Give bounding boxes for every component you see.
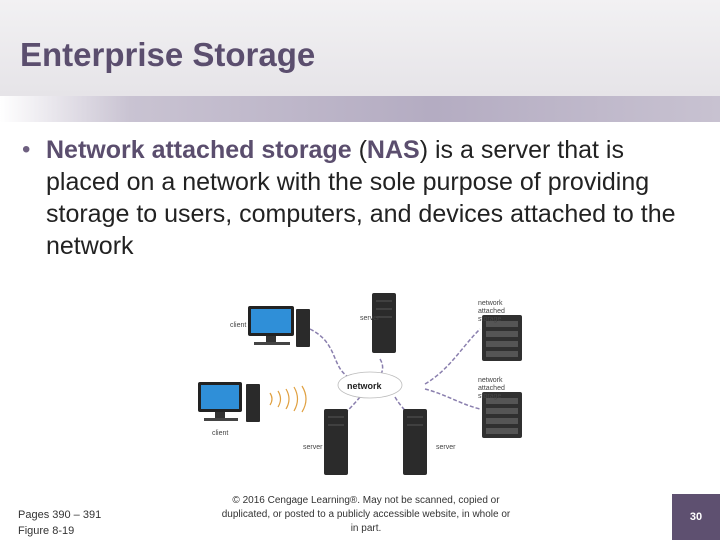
label-server-top: server [360, 315, 380, 322]
label-nas-bottom: network attached storage [478, 377, 505, 400]
server-left-icon [324, 409, 348, 475]
wireless-signal-icon [269, 385, 307, 413]
page-number: 30 [672, 494, 720, 540]
footer-figure: Figure 8-19 [18, 525, 75, 537]
bullet-text: Network attached storage (NAS) is a serv… [46, 134, 702, 262]
accent-bar [0, 96, 720, 122]
title-bar [0, 0, 720, 96]
cable-nas-bottom [424, 388, 481, 410]
server-top-icon [372, 293, 396, 353]
label-server-right: server [436, 444, 456, 451]
label-server-left: server [303, 444, 323, 451]
nas-device-bottom-icon [482, 392, 522, 438]
nas-diagram-svg [198, 293, 522, 475]
client-computer-top-icon [248, 306, 310, 347]
nas-diagram: client client server server server netwo… [190, 289, 530, 485]
label-client-top: client [230, 322, 247, 329]
label-client-bottom: client [212, 430, 229, 437]
bullet-item: • Network attached storage (NAS) is a se… [22, 134, 702, 262]
label-network: network [347, 381, 382, 391]
slide-title: Enterprise Storage [20, 36, 316, 73]
label-nas-top: network attached storage [478, 300, 505, 323]
footer-reference: Pages 390 – 391 Figure 8-19 [18, 507, 101, 539]
bullet-paren: ( [351, 136, 367, 164]
keyword-nas: NAS [366, 136, 420, 164]
nas-device-top-icon [482, 315, 522, 361]
cable-nas-top [424, 328, 481, 385]
bullet-rest: ) is a server that is placed on a networ… [46, 136, 676, 260]
server-right-icon [403, 409, 427, 475]
network-cloud-icon [337, 371, 403, 399]
cable-client-top [309, 328, 353, 380]
bullet-dot-icon: • [22, 136, 31, 163]
keyword-nas-full: Network attached storage [46, 136, 352, 164]
footer-pages: Pages 390 – 391 [18, 509, 102, 521]
footer-copyright: © 2016 Cengage Learning®. May not be sca… [221, 495, 511, 534]
client-computer-bottom-icon [198, 382, 260, 422]
